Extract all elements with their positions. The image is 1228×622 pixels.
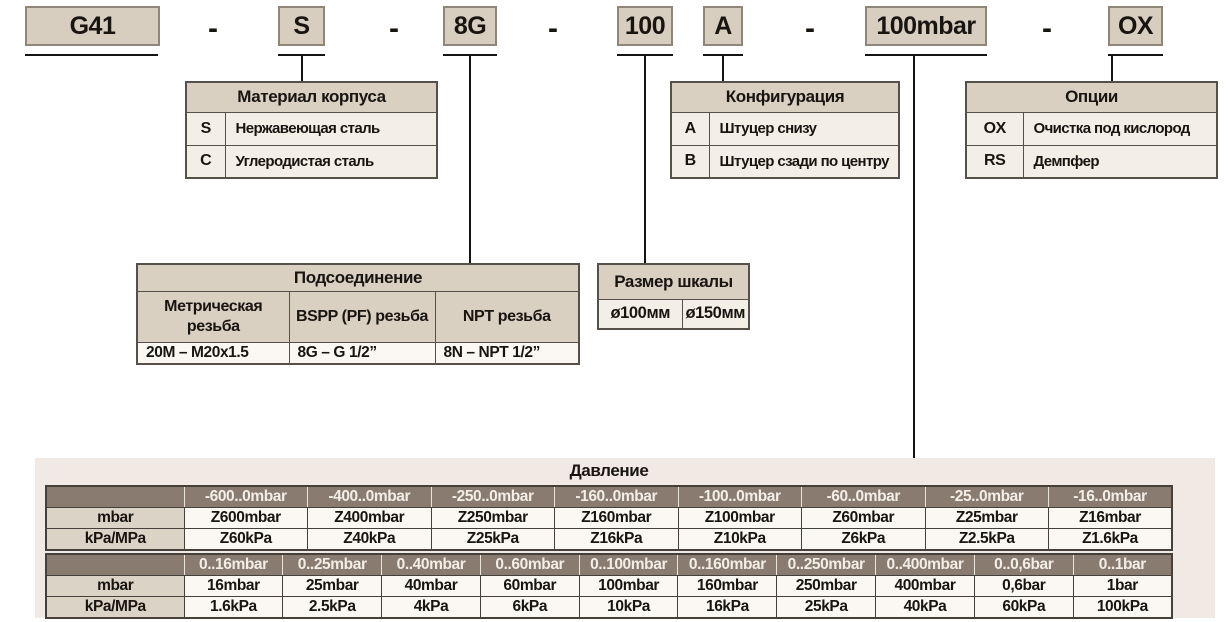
pressure-title: Давление xyxy=(569,461,649,480)
configuration-table-title: Конфигурация xyxy=(670,81,900,113)
scale-size-table-title: Размер шкалы xyxy=(597,263,750,300)
scale-size-table: Размер шкалы ø100мм ø150мм xyxy=(597,263,750,330)
table-row: OX Очистка под кислород xyxy=(965,111,1218,146)
table-row: C Углеродистая сталь xyxy=(185,144,438,179)
code-box-configuration: A xyxy=(703,6,743,46)
underline-ox xyxy=(1108,54,1163,56)
table-row: 20M – M20x1.5 8G – G 1/2” 8N – NPT 1/2” xyxy=(136,341,580,364)
material-table-title: Материал корпуса xyxy=(185,81,438,113)
pressure-table-negative: -600..0mbar -400..0mbar -250..0mbar -160… xyxy=(45,485,1173,551)
underline-100mbar xyxy=(865,54,987,56)
connector-material xyxy=(301,54,303,81)
table-row: 0..16mbar 0..25mbar 0..40mbar 0..60mbar … xyxy=(45,553,1173,576)
code-box-pressure: 100mbar xyxy=(865,6,987,46)
code-box-material: S xyxy=(278,6,325,46)
connector-pressure xyxy=(913,54,915,458)
connection-table-title: Подсоединение xyxy=(136,263,580,292)
table-row: S Нержавеющая сталь xyxy=(185,111,438,146)
connector-configuration xyxy=(722,54,724,81)
dash-separator: - xyxy=(805,12,815,45)
dash-separator: - xyxy=(389,12,399,45)
table-row: ø100мм ø150мм xyxy=(597,298,750,330)
underline-g41 xyxy=(25,54,158,56)
table-row: mbar 16mbar 25mbar 40mbar 60mbar 100mbar… xyxy=(45,575,1173,597)
table-row: B Штуцер сзади по центру xyxy=(670,144,900,179)
code-box-g41: G41 xyxy=(25,6,160,46)
configuration-table: Конфигурация A Штуцер снизу B Штуцер сза… xyxy=(670,81,900,179)
pressure-table-positive: 0..16mbar 0..25mbar 0..40mbar 0..60mbar … xyxy=(45,553,1173,619)
table-row: Метрическая резьба BSPP (PF) резьба NPT … xyxy=(136,290,580,343)
table-row: kPa/MPa 1.6kPa 2.5kPa 4kPa 6kPa 10kPa 16… xyxy=(45,596,1173,619)
connector-options xyxy=(1111,54,1113,81)
material-table: Материал корпуса S Нержавеющая сталь C У… xyxy=(185,81,438,179)
table-row: RS Демпфер xyxy=(965,144,1218,179)
table-row: mbar Z600mbar Z400mbar Z250mbar Z160mbar… xyxy=(45,507,1173,529)
connector-connection xyxy=(469,54,471,263)
dash-separator: - xyxy=(1042,12,1052,45)
table-row: -600..0mbar -400..0mbar -250..0mbar -160… xyxy=(45,485,1173,508)
dash-separator: - xyxy=(548,12,558,45)
code-box-options: OX xyxy=(1108,6,1163,46)
code-box-connection: 8G xyxy=(443,6,497,46)
dash-separator: - xyxy=(208,12,218,45)
table-row: A Штуцер снизу xyxy=(670,111,900,146)
connection-table: Подсоединение Метрическая резьба BSPP (P… xyxy=(136,263,580,365)
connector-scale xyxy=(644,54,646,263)
options-table-title: Опции xyxy=(965,81,1218,113)
code-box-scale-size: 100 xyxy=(617,6,673,46)
options-table: Опции OX Очистка под кислород RS Демпфер xyxy=(965,81,1218,179)
table-row: kPa/MPa Z60kPa Z40kPa Z25kPa Z16kPa Z10k… xyxy=(45,528,1173,551)
